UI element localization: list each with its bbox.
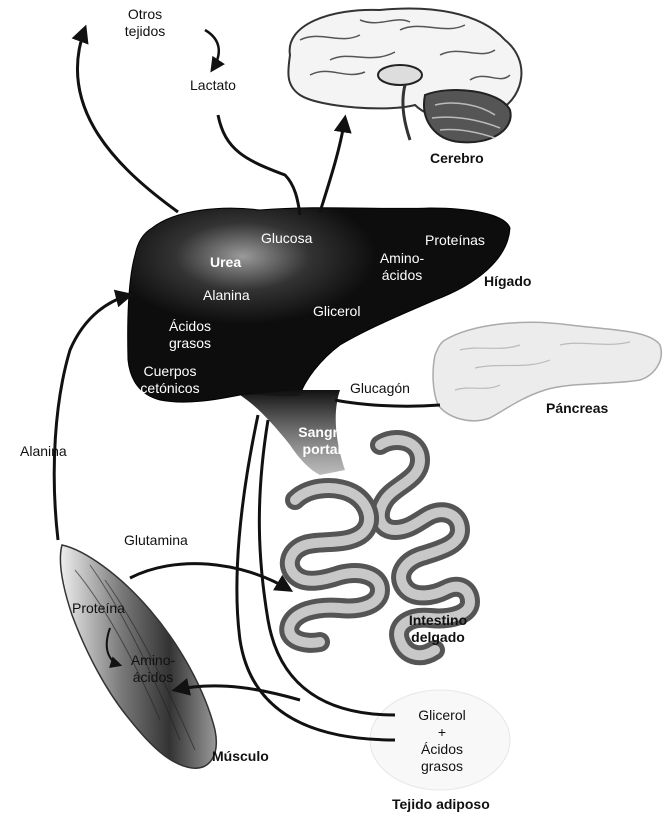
brain-illustration — [288, 9, 521, 143]
glucose-label: Glucosa — [261, 230, 312, 247]
ketone-bodies-label: Cuerpos cetónicos — [132, 363, 208, 397]
glucagon-label: Glucagón — [350, 380, 410, 397]
line-pancreas-glucagon — [335, 400, 440, 406]
portal-blood-label: Sangre portal — [292, 424, 352, 458]
muscle-amino-acids-label: Amino- ácidos — [120, 652, 186, 686]
glutamine-label: Glutamina — [124, 532, 188, 549]
arrow-liver-to-other-tissues — [77, 28, 178, 212]
alanine-left-label: Alanina — [20, 443, 67, 460]
urea-label: Urea — [210, 254, 241, 271]
intestine-label: Intestino delgado — [398, 612, 478, 646]
other-tissues-label: Otros tejidos — [115, 6, 175, 40]
liver-glycerol-label: Glicerol — [313, 303, 360, 320]
brain-label: Cerebro — [430, 150, 484, 167]
line-lactate-to-liver — [218, 115, 300, 215]
muscle-label: Músculo — [212, 748, 269, 765]
adipose-label: Tejido adiposo — [392, 796, 490, 813]
arrow-muscle-alanine-to-liver — [54, 295, 130, 540]
liver-label: Hígado — [484, 273, 531, 290]
liver-proteins-label: Proteínas — [425, 232, 485, 249]
liver-fatty-acids-label: Ácidos grasos — [160, 318, 220, 352]
pancreas-label: Páncreas — [546, 400, 608, 417]
arrow-tissues-to-lactate — [205, 30, 219, 70]
lactate-label: Lactato — [190, 77, 236, 94]
arrow-muscle-glutamine-to-intestine — [130, 564, 290, 590]
liver-alanine-label: Alanina — [203, 287, 250, 304]
adipose-contents-label: Glicerol + Ácidos grasos — [412, 707, 472, 775]
muscle-proteins-label: Proteína — [72, 600, 125, 617]
arrow-liver-to-brain — [320, 118, 345, 212]
liver-amino-acids-label: Amino- ácidos — [372, 250, 432, 284]
